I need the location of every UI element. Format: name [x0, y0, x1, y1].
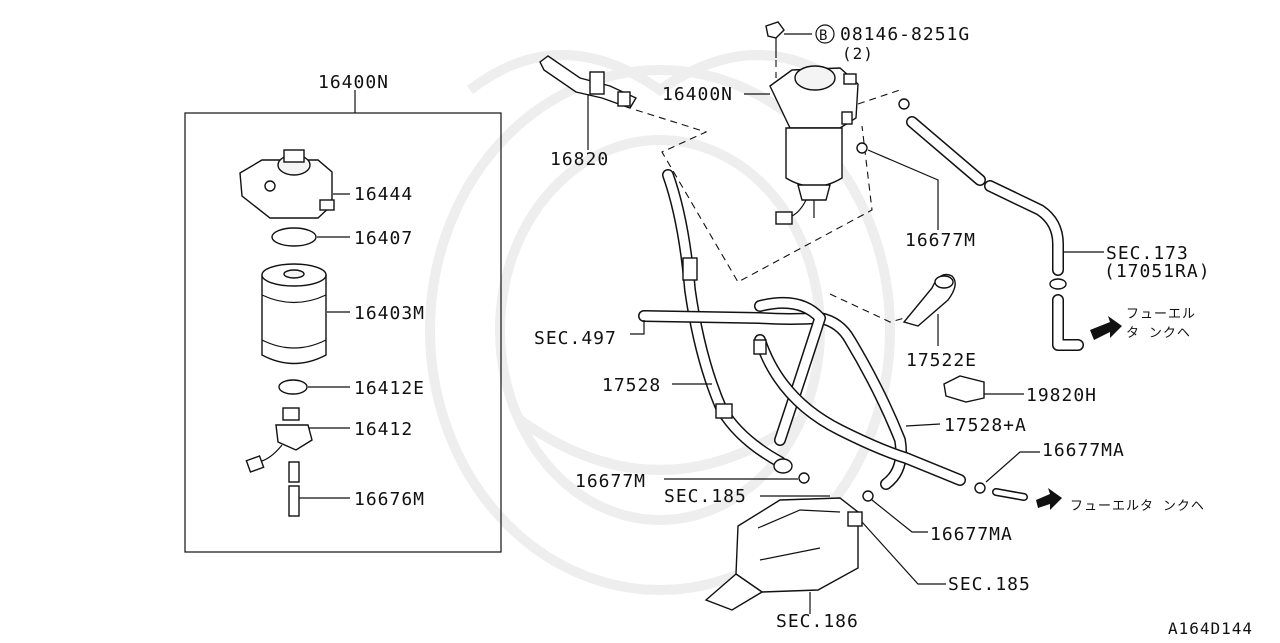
label-sec173-ref: (17051RA) — [1104, 261, 1211, 282]
box-outline — [184, 112, 502, 553]
band-17522E[interactable] — [902, 273, 956, 347]
leader-sec185-b — [861, 521, 946, 585]
label-sec185-b: SEC.185 — [948, 574, 1031, 595]
label-fuel-tank-2: フューエルタ ンクヘ — [1070, 499, 1205, 514]
clamp-16677M-top[interactable] — [856, 98, 939, 230]
bolt-symbol: B — [819, 28, 828, 44]
label-sec497: SEC.497 — [534, 328, 617, 349]
clamp-16677MA-right[interactable] — [974, 451, 1040, 501]
label-17528: 17528 — [602, 375, 661, 396]
label-17522E: 17522E — [906, 350, 977, 371]
hose-17528[interactable] — [662, 169, 793, 474]
label-16412E: 16412E — [354, 378, 425, 399]
arrow-fuel-tank-1-icon — [1090, 316, 1122, 340]
leader-sec497 — [630, 320, 645, 335]
clamp-16677M-bottom[interactable] — [664, 472, 810, 484]
label-16400N-top: 16400N — [662, 84, 733, 105]
diagram-code: A164D144 — [1168, 619, 1253, 638]
label-16820: 16820 — [550, 149, 609, 170]
clip-19820H[interactable] — [943, 375, 1024, 403]
clamp-16677MA-bottom[interactable] — [862, 490, 928, 533]
label-16407: 16407 — [354, 228, 413, 249]
filter-assembly-16400N[interactable] — [744, 65, 859, 225]
label-16444: 16444 — [354, 184, 413, 205]
label-16403M: 16403M — [354, 303, 425, 324]
seal-ring-16412E[interactable] — [278, 379, 350, 395]
bolt-symbol-circle — [815, 24, 835, 44]
hose-sec173[interactable] — [906, 116, 1104, 351]
label-19820H: 19820H — [1026, 385, 1097, 406]
hose-16676M[interactable] — [288, 461, 350, 517]
label-sec186: SEC.186 — [776, 611, 859, 632]
label-sec173: SEC.173 — [1106, 243, 1189, 264]
label-fuel-tank-1b: タ ンクヘ — [1126, 326, 1191, 341]
filter-element-16403M[interactable] — [261, 263, 350, 365]
label-17528A: 17528+A — [944, 415, 1027, 436]
label-16677M-top: 16677M — [905, 230, 976, 251]
arrow-fuel-tank-2-icon — [1036, 488, 1062, 510]
leader-17528A — [905, 423, 941, 427]
box-title-16400N: 16400N — [318, 72, 389, 93]
label-16677MA-right: 16677MA — [1042, 440, 1125, 461]
label-fuel-tank-1a: フューエル — [1126, 307, 1196, 322]
label-sec185-a: SEC.185 — [664, 486, 747, 507]
label-16412: 16412 — [354, 419, 413, 440]
o-ring-16407[interactable] — [271, 227, 350, 247]
label-16677MA-bottom: 16677MA — [930, 524, 1013, 545]
component-sec186[interactable] — [704, 497, 863, 614]
bolt-08146[interactable] — [765, 21, 812, 78]
water-sensor-16412[interactable] — [245, 407, 350, 473]
label-16677M-bottom: 16677M — [575, 471, 646, 492]
filter-head-16444[interactable] — [239, 149, 350, 219]
filter-exploded-box: 16400N 16444 16407 16403M 16412E 16412 1… — [184, 72, 502, 553]
assembly-outline-dashed — [635, 89, 913, 323]
bracket-16820[interactable] — [539, 55, 638, 150]
label-16676M: 16676M — [354, 489, 425, 510]
label-bolt-qty: (2) — [842, 44, 874, 63]
hose-17528A[interactable] — [753, 296, 966, 486]
label-bolt: 08146-8251G — [840, 24, 970, 45]
